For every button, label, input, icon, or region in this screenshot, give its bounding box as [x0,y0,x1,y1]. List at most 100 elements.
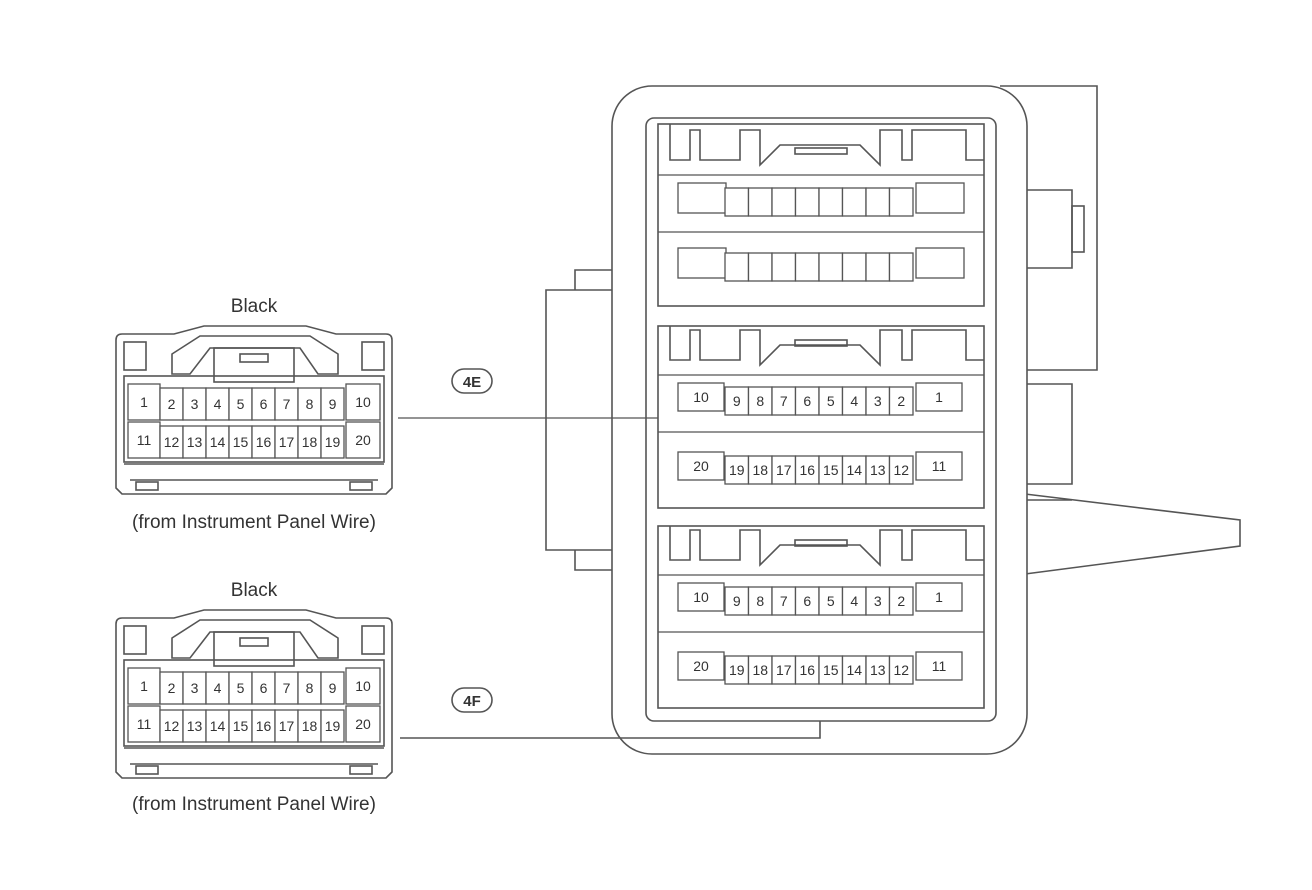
pin-number: 7 [283,396,291,412]
pin-number: 9 [733,593,741,609]
cavity-top-frame [657,123,985,307]
cavity-4f-frame [657,525,985,709]
pin-number: 15 [233,434,249,450]
pin-number: 6 [260,680,268,696]
pin-number: 2 [168,680,176,696]
housing-foot [349,765,373,775]
pin-number: 17 [279,718,295,734]
left-clip-top [574,269,612,290]
pin-number: 13 [187,718,203,734]
connector-caption: (from Instrument Panel Wire) [132,794,376,815]
junction-inner [645,117,997,722]
pin-cell: 10 [677,382,725,412]
pin-cell: 2 [159,387,184,421]
pin-cell: 10 [345,667,381,705]
pin-number: 12 [893,462,909,478]
pin-number: 20 [693,658,709,674]
pin-number: 9 [733,393,741,409]
blank-pin-cavity [771,252,797,282]
blank-pin-cavity [724,252,750,282]
pin-cavity [345,667,381,705]
pin-cell: 11 [127,421,161,459]
blank-pin-cavity [818,252,844,282]
pin-cell: 9 [320,387,345,421]
pin-cell: 17 [274,709,299,743]
pin-number: 15 [233,718,249,734]
pin-number: 15 [823,462,839,478]
pin-number: 16 [799,662,815,678]
cavity-4e-frame [657,325,985,509]
blank-pin-cavity [747,252,773,282]
pin-number: 7 [780,393,788,409]
blank-pin-cavity [888,187,914,217]
pin-cell: 8 [297,387,322,421]
pin-cell: 20 [345,705,381,743]
pin-cell: 7 [274,387,299,421]
latch-slot-a [794,147,848,155]
blank-pin-cavity [771,187,797,217]
pin-number: 2 [897,393,905,409]
pin-cell: 1 [127,383,161,421]
pin-cell: 1 [127,667,161,705]
pin-cell: 8 [747,586,773,616]
housing-foot [135,765,159,775]
pin-number: 20 [693,458,709,474]
pin-cell: 15 [818,455,844,485]
pin-cell: 15 [228,709,253,743]
pin-number: 18 [302,434,318,450]
pin-number: 17 [776,462,792,478]
pin-cavity [320,387,345,421]
pin-number: 11 [932,658,947,674]
pin-cell: 7 [771,386,797,416]
pin-cell: 17 [771,455,797,485]
pin-number: 2 [168,396,176,412]
connector-caption: (from Instrument Panel Wire) [132,512,376,533]
pin-number: 19 [325,434,341,450]
latch-slot [239,353,269,363]
pin-cell: 5 [818,386,844,416]
pin-cell: 13 [182,425,207,459]
housing-ear [361,341,385,371]
blank-cavity [915,247,965,279]
pin-number: 1 [140,678,148,694]
pin-cell: 16 [251,709,276,743]
pin-cell: 20 [677,651,725,681]
latch-outline-b [669,326,984,367]
pin-cell: 19 [724,655,750,685]
latch-slot-c [794,539,848,547]
pin-cell: 20 [345,421,381,459]
lock-latch [171,619,339,659]
code-badge-outline [451,687,493,713]
connector-code: 4E [463,374,481,391]
pin-cell: 5 [818,586,844,616]
pin-number: 11 [932,458,947,474]
pin-number: 3 [191,396,199,412]
pin-cavity [888,655,914,685]
latch-slot-b [794,339,848,347]
connector-color-label: Black [231,296,278,317]
junction-body [611,85,1028,755]
pin-number: 18 [752,662,768,678]
pin-number: 16 [799,462,815,478]
pin-cell: 18 [747,655,773,685]
pin-number: 7 [283,680,291,696]
pin-cell: 3 [182,671,207,705]
pin-number: 3 [874,593,882,609]
pin-number: 5 [827,593,835,609]
pin-number: 14 [210,434,226,450]
pin-number: 4 [850,593,858,609]
pin-number: 17 [279,434,295,450]
latch-outline-c [669,526,984,567]
pin-number: 20 [355,432,371,448]
cavity-top [657,123,985,307]
pin-number: 1 [935,389,943,405]
pin-number: 5 [237,680,245,696]
blank-pin-cavity [724,187,750,217]
pin-number: 8 [306,396,314,412]
blank-cavity [677,247,727,279]
pin-cell: 4 [205,671,230,705]
pin-number: 9 [329,396,337,412]
left-clip [545,289,612,551]
